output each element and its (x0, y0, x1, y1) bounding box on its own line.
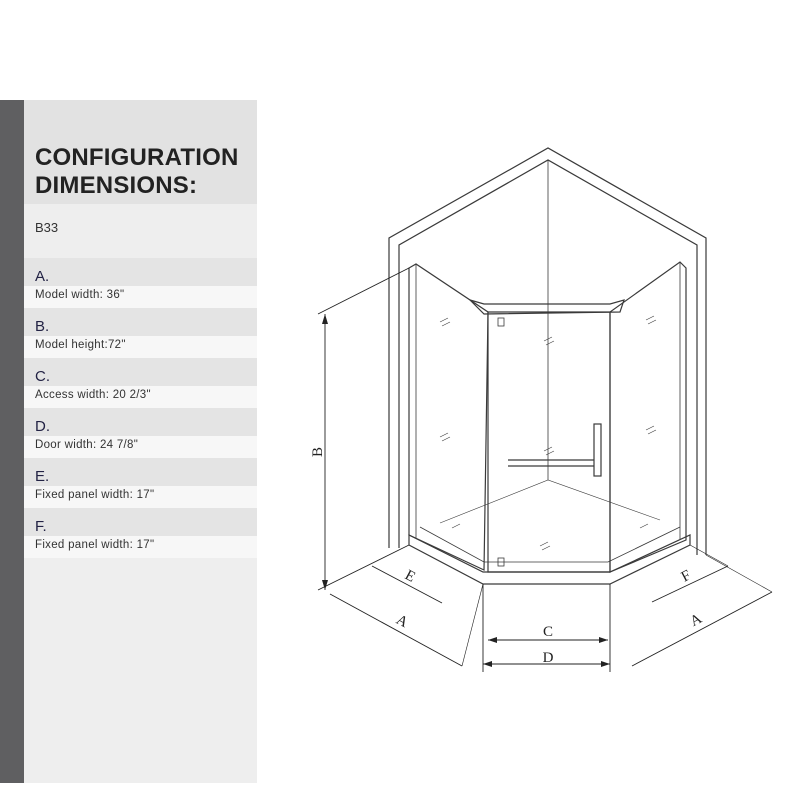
floor-corner-lines (439, 479, 661, 524)
top-header-bar (467, 298, 625, 315)
tray-inner-edge (419, 526, 681, 563)
spec-letter: A. (35, 268, 50, 285)
dim-a-right-ext (705, 554, 773, 593)
left-fixed-panel (408, 263, 489, 571)
spec-text: Fixed panel width: 17" (35, 539, 155, 551)
dim-label-a-right: A (688, 611, 705, 630)
spec-text: Access width: 20 2/3" (35, 389, 151, 401)
dim-e-line (371, 565, 443, 604)
back-wall-outer (388, 147, 707, 555)
title-band: CONFIGURATION DIMENSIONS: (24, 100, 257, 204)
spec-item-b: B. Model height:72" (24, 308, 257, 358)
dim-label-f: F (679, 567, 694, 585)
spec-text: Model height:72" (35, 339, 126, 351)
spec-item-f: F. Fixed panel width: 17" (24, 508, 257, 558)
spec-letter: E. (35, 468, 50, 485)
spec-letter: B. (35, 318, 50, 335)
spec-text: Door width: 24 7/8" (35, 439, 139, 451)
dim-b-ext-bottom (317, 544, 410, 591)
dimensions-panel: CONFIGURATION DIMENSIONS: B33 A. Model w… (24, 100, 257, 783)
spec-item-a: A. Model width: 36" (24, 258, 257, 308)
spec-letter: D. (35, 418, 50, 435)
hinge-top (497, 317, 505, 327)
spec-item-c: C. Access width: 20 2/3" (24, 358, 257, 408)
dim-label-b: B (310, 447, 326, 457)
spec-item-d: D. Door width: 24 7/8" (24, 408, 257, 458)
panel-title-line1: CONFIGURATION (35, 144, 239, 171)
spec-text: Fixed panel width: 17" (35, 489, 155, 501)
side-accent-bar (0, 100, 24, 783)
dim-label-a-left: A (393, 612, 410, 631)
spec-text: Model width: 36" (35, 289, 125, 301)
dim-f-line (651, 565, 729, 603)
shower-enclosure-diagram: B E A C D F A (310, 147, 773, 672)
door-panel (487, 311, 611, 573)
dim-label-c: C (543, 624, 553, 640)
spec-item-e: E. Fixed panel width: 17" (24, 458, 257, 508)
dim-b-ext-top (317, 267, 410, 315)
spec-letter: F. (35, 518, 47, 535)
glass-reflection-marks (439, 315, 657, 551)
dimension-lines (317, 267, 773, 672)
arrowheads (322, 314, 610, 667)
dim-a-right-line (631, 591, 773, 667)
panel-title: CONFIGURATION DIMENSIONS: (35, 144, 238, 200)
door-handle (593, 423, 602, 477)
dim-a-left-line (329, 593, 463, 667)
model-code: B33 (35, 220, 59, 235)
hinge-bottom (497, 557, 505, 567)
right-fixed-panel (609, 261, 687, 573)
spec-letter: C. (35, 368, 50, 385)
enclosure-drawing (388, 147, 707, 585)
dim-f-ext (689, 544, 729, 567)
dim-label-d: D (543, 650, 554, 666)
dim-a-left-ext (461, 583, 484, 667)
panel-title-line2: DIMENSIONS: (35, 172, 198, 199)
